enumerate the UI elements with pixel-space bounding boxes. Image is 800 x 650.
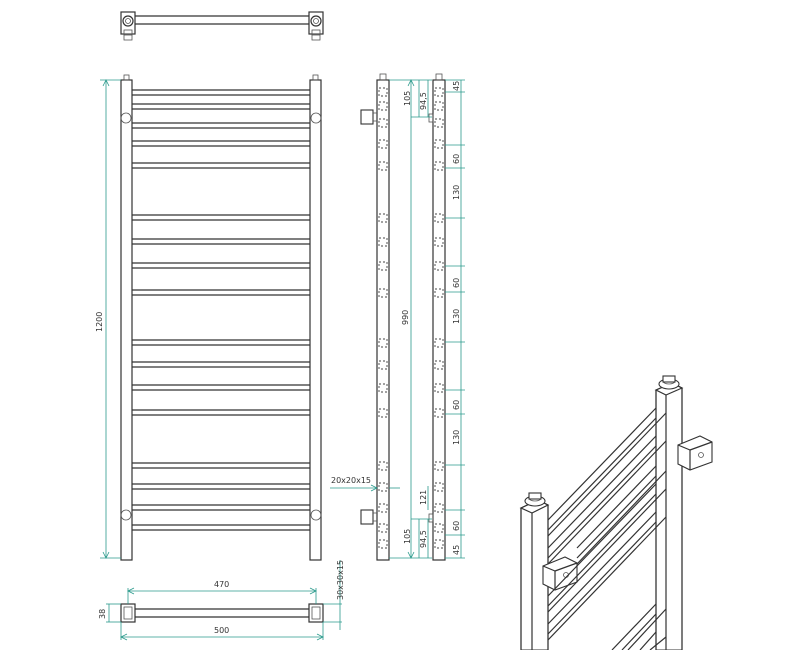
overall-label: 990 [401, 310, 410, 325]
segment-label-4: 130 [452, 309, 461, 324]
height-label: 1200 [95, 312, 104, 332]
rung-sections-right [434, 87, 444, 549]
rung-group-4 [132, 462, 310, 531]
mid-small-label: 121 [419, 490, 428, 505]
segment-label-3: 60 [452, 278, 461, 288]
segment-dimension-chain: 45 60 130 60 130 60 130 60 45 [445, 79, 465, 559]
rung-group-1 [132, 89, 310, 169]
rung-group-3 [132, 339, 310, 416]
side-view: 990 105 94,5 105 94,5 121 20x20x15 [330, 73, 465, 561]
front-view: 1200 [95, 74, 322, 561]
top-offset-label: 105 [403, 91, 412, 106]
bottom-offset-label: 105 [403, 529, 412, 544]
inner-width-label: 470 [214, 580, 229, 589]
top-view [120, 11, 324, 41]
segment-label-6: 130 [452, 430, 461, 445]
bottom-view: 470 500 38 30x30x15 [98, 560, 345, 641]
segment-label-7: 60 [452, 521, 461, 531]
rung-sections-left [378, 87, 388, 549]
segment-label-5: 60 [452, 400, 461, 410]
segment-label-1: 60 [452, 154, 461, 164]
isometric-detail [519, 375, 713, 650]
top-inner-label: 94,5 [419, 92, 428, 110]
tube-section-label: 30x30x15 [336, 560, 345, 600]
segment-label-8: 45 [452, 545, 461, 555]
depth-label: 38 [98, 609, 107, 619]
bottom-inner-label: 94,5 [419, 530, 428, 548]
rung-section-label: 20x20x15 [331, 476, 371, 485]
segment-label-0: 45 [452, 81, 461, 91]
outer-width-label: 500 [214, 626, 229, 635]
rung-group-2 [132, 214, 310, 296]
segment-label-2: 130 [452, 185, 461, 200]
height-dimension: 1200 [95, 79, 121, 559]
iso-rungs [547, 407, 667, 650]
